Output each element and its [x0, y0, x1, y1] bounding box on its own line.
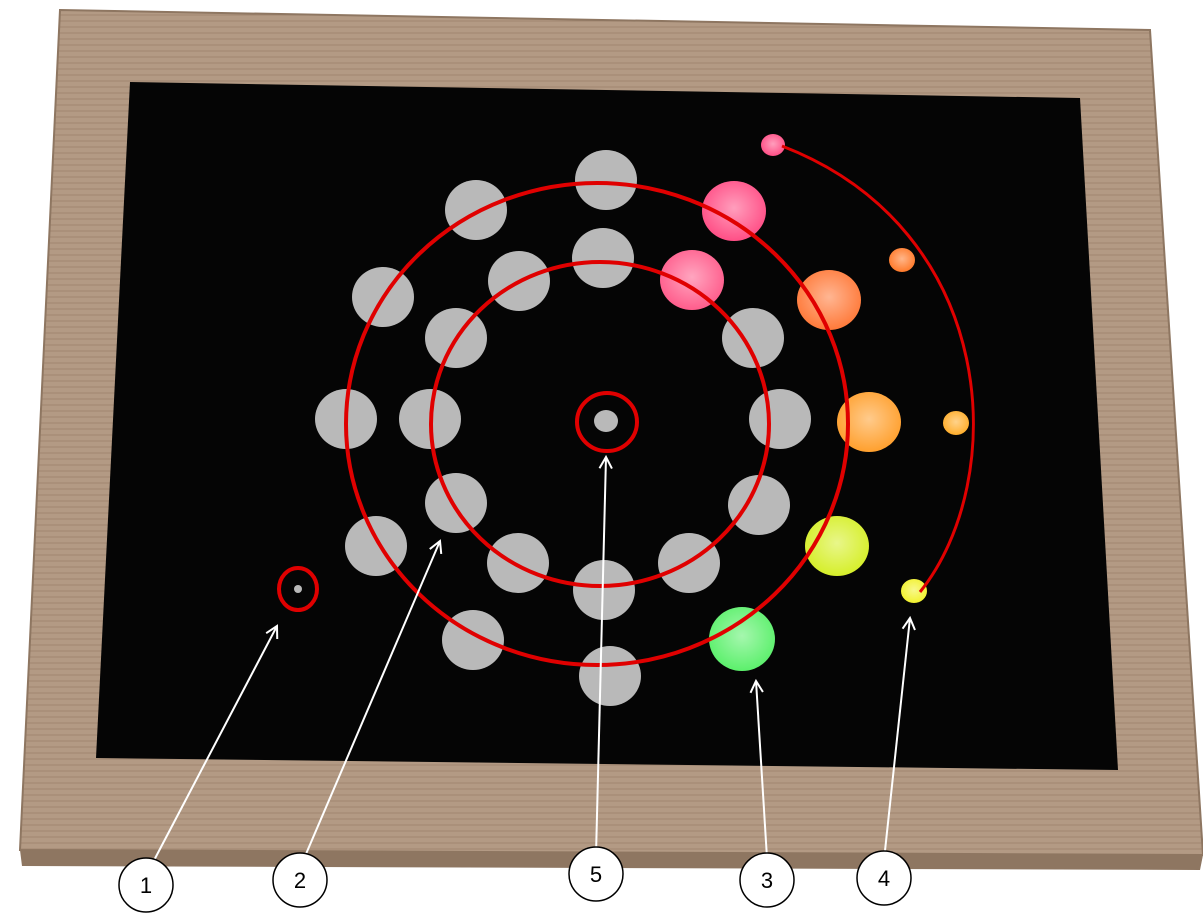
outer-ring-outline	[344, 181, 850, 667]
small-orange-dot	[889, 248, 915, 272]
callout-arrow	[149, 624, 279, 869]
inner-ring-outline	[429, 260, 771, 588]
large-green-dot	[709, 607, 775, 671]
callout-number: 1	[140, 873, 152, 898]
gray-dot	[728, 475, 790, 535]
callout-1: 1	[118, 857, 174, 913]
gray-dot	[572, 228, 634, 288]
colored-dot-layer	[660, 134, 969, 671]
small-orange-dot	[943, 411, 969, 435]
gray-dot	[573, 560, 635, 620]
center-fixation-dot	[594, 410, 618, 432]
large-orange-dot	[797, 270, 861, 330]
callout-number: 4	[878, 866, 890, 891]
callout-4: 4	[856, 850, 912, 906]
large-pink-dot	[660, 250, 724, 310]
small-yellow-dot	[901, 579, 927, 603]
small-dot-trajectory-arc	[781, 144, 975, 593]
callout-arrow	[749, 678, 768, 859]
gray-dot	[579, 646, 641, 706]
large-orange-dot	[837, 392, 901, 452]
small-fixation-dot	[294, 585, 302, 593]
callout-arrow	[299, 539, 443, 869]
callout-number: 5	[590, 862, 602, 887]
callout-arrow	[883, 615, 916, 861]
large-pink-dot	[702, 181, 766, 241]
callout-arrow-layer	[149, 454, 916, 869]
callout-5: 5	[568, 846, 624, 902]
fixation-dot-outline	[277, 566, 319, 612]
gray-dot	[445, 180, 507, 240]
callout-2: 2	[272, 852, 328, 908]
gray-dot	[487, 533, 549, 593]
gray-dot	[749, 389, 811, 449]
callout-arrow	[595, 454, 613, 856]
callout-3: 3	[739, 852, 795, 908]
gray-dot	[425, 473, 487, 533]
small-pink-dot	[761, 134, 785, 156]
center-dot-outline	[575, 391, 639, 453]
callout-number: 3	[761, 868, 773, 893]
gray-dot	[345, 516, 407, 576]
callout-number: 2	[294, 868, 306, 893]
gray-dot	[722, 308, 784, 368]
gray-dot	[575, 150, 637, 210]
callout-layer: 1 2 5 3 4	[118, 846, 912, 913]
red-highlight-layer	[277, 144, 975, 667]
